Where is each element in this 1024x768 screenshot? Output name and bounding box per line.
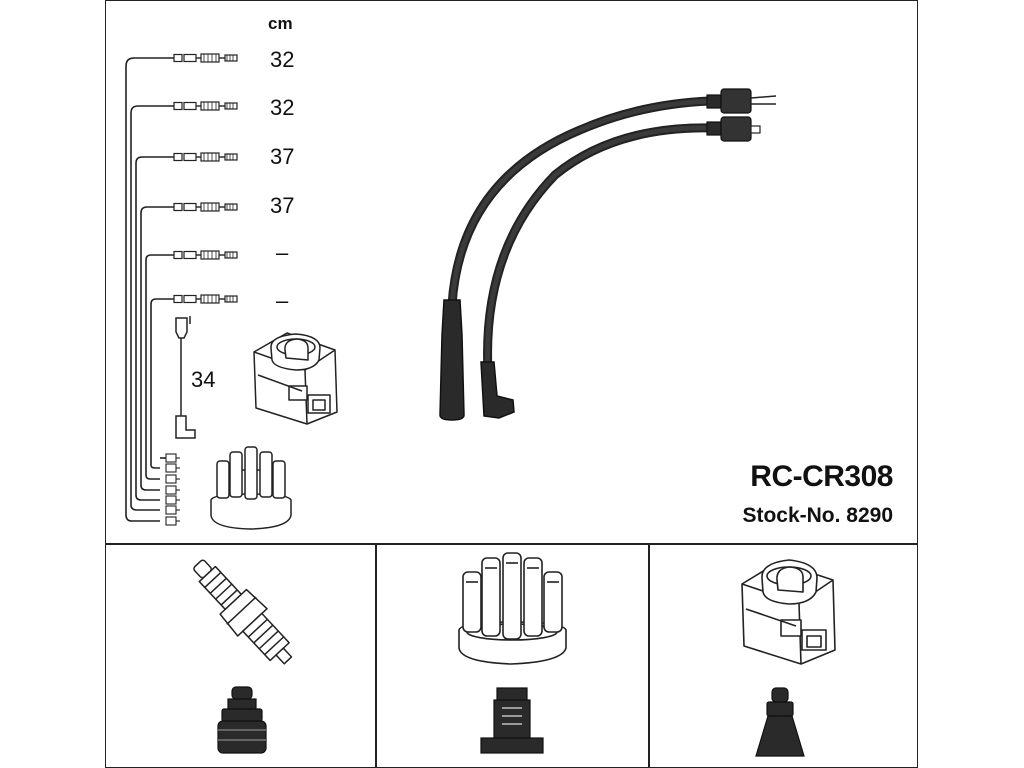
spark-plug-icon: [193, 559, 293, 665]
distributor-cap-icon: [458, 552, 567, 665]
lead-length-2: 32: [270, 95, 295, 120]
lead-length-3: 37: [270, 144, 295, 169]
ignition-coil-icon: [741, 559, 836, 665]
coil-lead-icon: [175, 316, 196, 439]
distributor-cap-small-icon: [210, 446, 292, 530]
lead-length-1: 32: [270, 47, 295, 72]
distributor-cap-boot-icon: [480, 687, 544, 754]
unit-label: cm: [268, 14, 293, 33]
lead-length-6: –: [276, 288, 289, 313]
coil-lead-length: 34: [191, 367, 216, 392]
lead-length-5: –: [276, 240, 289, 265]
ignition-lead-set-icon: [125, 53, 238, 526]
coil-boot-icon: [755, 687, 805, 757]
ignition-coil-small-icon: [253, 332, 338, 425]
stock-number: Stock-No. 8290: [742, 504, 893, 527]
product-code: RC-CR308: [750, 460, 893, 493]
ignition-lead-pair-icon: [439, 88, 777, 421]
main-panel: [105, 0, 918, 545]
lead-length-4: 37: [270, 193, 295, 218]
spark-plug-boot-icon: [217, 686, 267, 754]
